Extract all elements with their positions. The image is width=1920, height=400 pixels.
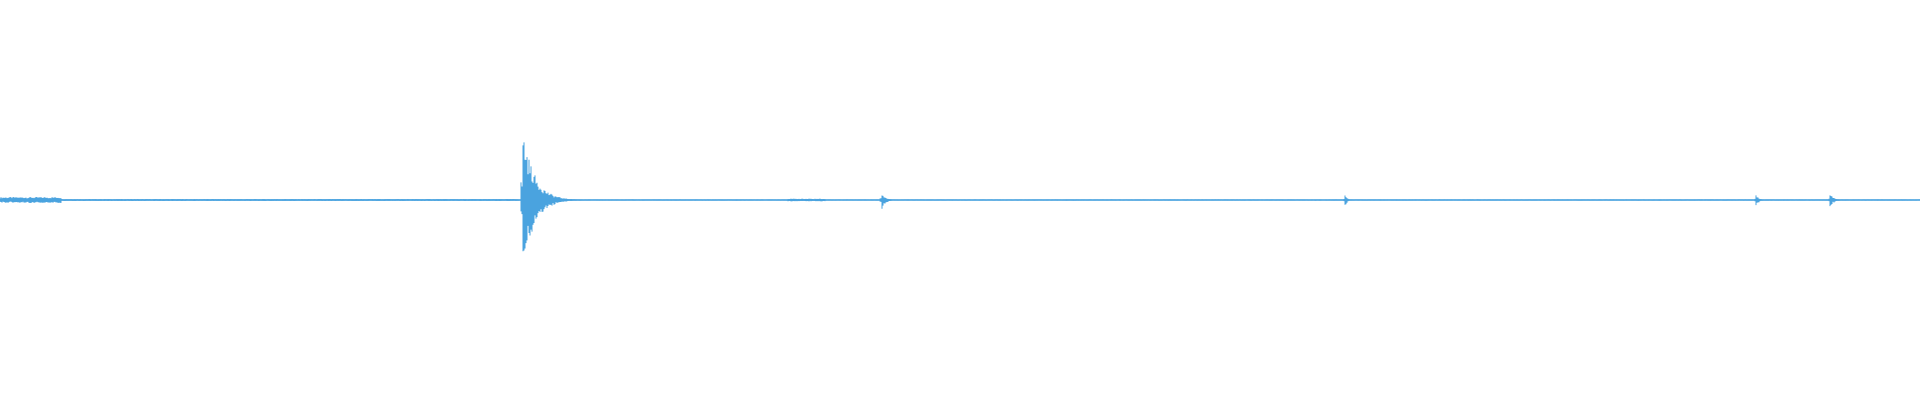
waveform-signal — [0, 142, 1920, 252]
